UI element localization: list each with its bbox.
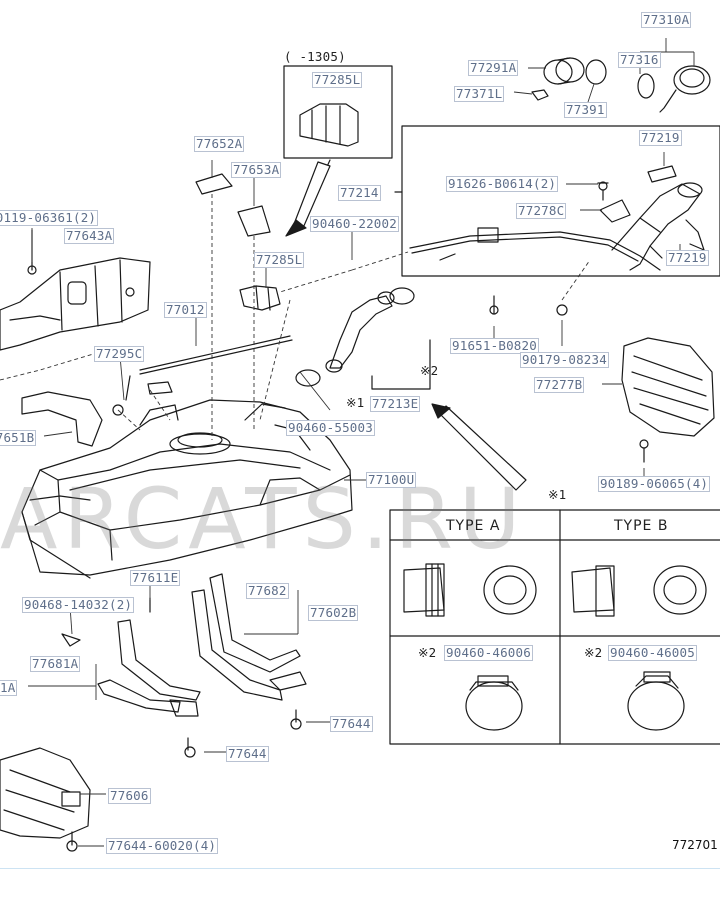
filler-neck	[599, 182, 703, 271]
label-77602b[interactable]: 77602B	[308, 605, 359, 621]
label-77214[interactable]: 77214	[338, 185, 381, 201]
type-a-heading: TYPE A	[446, 518, 501, 534]
label-77213e[interactable]: 77213E	[370, 396, 421, 412]
label-77295c[interactable]: 77295C	[94, 346, 145, 362]
label-77653a[interactable]: 77653A	[231, 162, 282, 178]
plate-77606	[0, 747, 91, 839]
clip-77285l-top	[299, 103, 359, 147]
type-b-valve	[571, 565, 707, 617]
type-a-x2: ※2	[418, 645, 437, 660]
label-77310a[interactable]: 77310A	[641, 12, 692, 28]
type-a-clamp-label[interactable]: 90460-46006	[444, 645, 533, 661]
breather-pipe	[409, 227, 661, 271]
label-77219-bot[interactable]: 77219	[666, 250, 709, 266]
label-77219-top[interactable]: 77219	[639, 130, 682, 146]
label-77291a[interactable]: 77291A	[468, 60, 519, 76]
type-b-heading: TYPE B	[614, 518, 669, 534]
watermark: ARCATS.RU	[0, 470, 527, 568]
label-77643a[interactable]: 77643A	[64, 228, 115, 244]
type-a-clamp	[465, 675, 523, 731]
footer-divider	[0, 868, 720, 869]
band-77681a	[97, 619, 201, 717]
label-77611e[interactable]: 77611E	[130, 570, 181, 586]
label-77681a[interactable]: 77681A	[30, 656, 81, 672]
label-77285l-mid[interactable]: 77285L	[254, 252, 305, 268]
label-90468[interactable]: 90468-14032(2)	[22, 597, 135, 613]
label-77012[interactable]: 77012	[164, 302, 207, 318]
label-x2: ※2	[420, 363, 439, 378]
label-77681a-cut[interactable]: 1A	[0, 680, 18, 696]
protector-77651b	[21, 391, 103, 447]
type-b-clamp	[627, 671, 685, 731]
label-90189[interactable]: 90189-06065(4)	[598, 476, 711, 492]
label-77277b[interactable]: 77277B	[534, 377, 585, 393]
label-90179[interactable]: 90179-08234	[520, 352, 609, 368]
label-90460-55003[interactable]: 90460-55003	[286, 420, 375, 436]
label-90460-22002[interactable]: 90460-22002	[310, 216, 399, 232]
label-77278c[interactable]: 77278C	[516, 203, 567, 219]
type-b-clamp-label[interactable]: 90460-46005	[608, 645, 697, 661]
label-77652a[interactable]: 77652A	[194, 136, 245, 152]
type-a-valve	[403, 563, 537, 617]
fuel-tank	[21, 399, 353, 579]
label-77285l-top[interactable]: 77285L	[312, 72, 363, 88]
label-77644-60020[interactable]: 77644-60020(4)	[106, 838, 219, 854]
label-77644-a[interactable]: 77644	[226, 746, 269, 762]
band-77682	[191, 573, 307, 701]
label-90119[interactable]: 90119-06361(2)	[0, 210, 99, 226]
label-77682[interactable]: 77682	[246, 583, 289, 599]
label-77651b[interactable]: 77651B	[0, 430, 37, 446]
label-x1-b: ※1	[548, 487, 567, 502]
filler-hose	[295, 287, 415, 387]
label-77316[interactable]: 77316	[618, 52, 661, 68]
diagram-reference-number: 772701	[672, 838, 718, 852]
label-77644-b[interactable]: 77644	[330, 716, 373, 732]
label-77391[interactable]: 77391	[564, 102, 607, 118]
label-77606[interactable]: 77606	[108, 788, 151, 804]
label-x1-a: ※1	[346, 395, 365, 410]
label-77371l[interactable]: 77371L	[454, 86, 505, 102]
fuel-cap	[637, 65, 711, 113]
insulator-77643a	[0, 257, 151, 351]
gasket-77291a	[543, 57, 585, 85]
label-91626[interactable]: 91626-B0614(2)	[446, 176, 559, 192]
label-1305: ( -1305)	[284, 49, 346, 64]
type-b-x2: ※2	[584, 645, 603, 660]
label-77100u[interactable]: 77100U	[366, 472, 417, 488]
canister-77277b	[621, 337, 715, 437]
label-91651[interactable]: 91651-B0820	[450, 338, 539, 354]
